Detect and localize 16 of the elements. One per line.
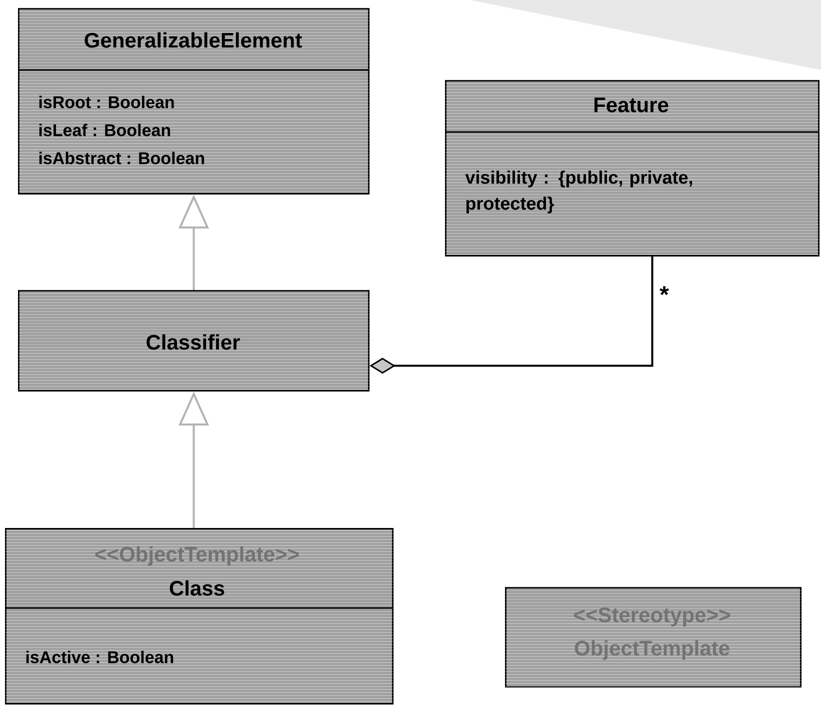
class-box — [445, 98, 818, 214]
stereotype-label: ObjectTemplate — [574, 640, 730, 660]
stereotype-label: <<ObjectTemplate>> — [95, 546, 299, 566]
class-name: Class — [170, 580, 224, 596]
class-box — [5, 546, 392, 664]
attribute-text: isAbstract : Boolean — [39, 152, 204, 164]
attribute-text: visibility : {public, private, protected} — [465, 170, 692, 214]
attribute-text: isActive : Boolean — [26, 650, 174, 664]
class-box — [18, 32, 368, 164]
class-name: Classifier — [146, 334, 240, 350]
class-name: Feature — [594, 98, 668, 112]
class-name: GeneralizableElement — [84, 32, 302, 48]
stereotype-label: <<Stereotype>> — [574, 607, 730, 626]
attribute-text: isRoot : Boolean — [39, 96, 174, 108]
attribute-text: isLeaf : Boolean — [39, 124, 170, 136]
multiplicity-label: * — [660, 286, 669, 296]
